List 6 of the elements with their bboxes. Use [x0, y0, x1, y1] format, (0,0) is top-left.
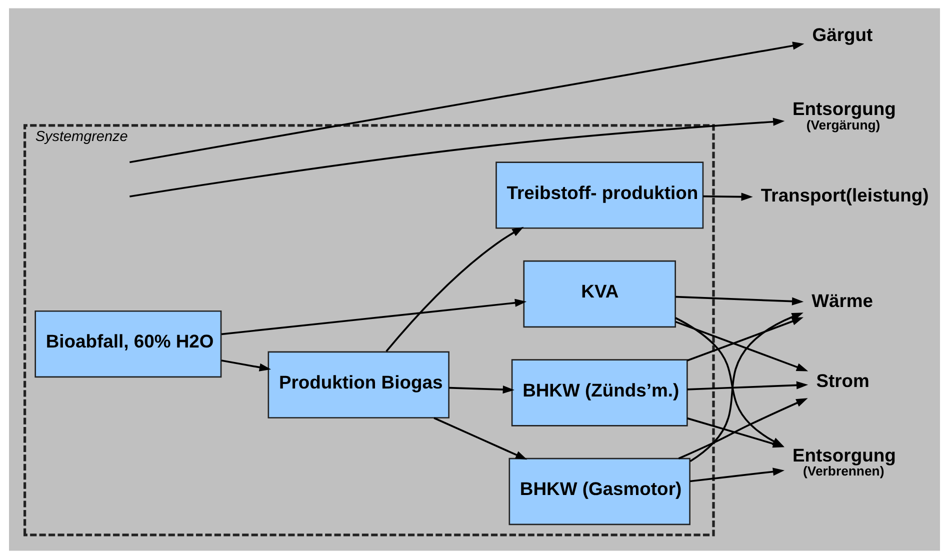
node-text: Entsorgung (Vergärung) [792, 98, 896, 132]
node-text: Gärgut [812, 24, 872, 45]
node-text: Transport(leistung) [760, 184, 928, 206]
node-text: Entsorgung (Verbrennen) [792, 444, 896, 479]
node-text: Wärme [811, 290, 873, 311]
node-text: Strom [816, 370, 869, 392]
